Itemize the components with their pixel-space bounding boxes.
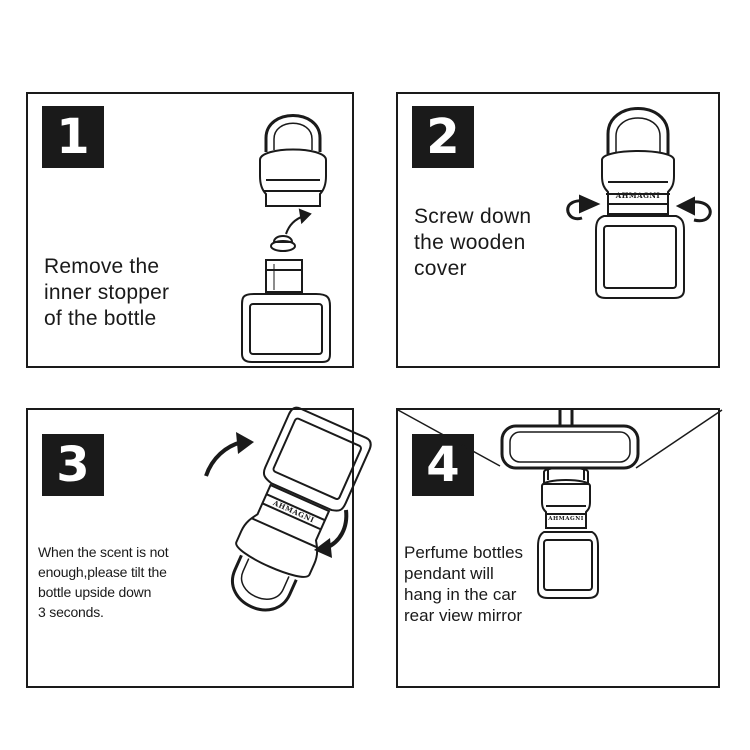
- step-2-panel: 2 Screw down the wooden cover AHMAGNI: [396, 92, 720, 368]
- bottle-neck: [265, 259, 303, 293]
- rotate-right-arrow-icon: [683, 200, 712, 223]
- wooden-cap: [601, 150, 675, 215]
- bottle-body: [595, 215, 685, 299]
- bottle-body: [262, 406, 372, 512]
- step-1-panel: 1 Remove the inner stopper of the bottle: [26, 92, 354, 368]
- bottle-body: [241, 293, 331, 363]
- step-4-illustration: AHMAGNI: [397, 409, 723, 599]
- step-3-illustration: AHMAGNI: [204, 406, 372, 612]
- brand-label: AHMAGNI: [615, 191, 660, 200]
- step-4-panel: 4 Perfume bottles pendant will hang in t…: [396, 408, 723, 688]
- step-1-instruction: Remove the inner stopper of the bottle: [44, 255, 170, 330]
- cap-loop: [543, 466, 589, 485]
- bottle-body: [537, 531, 599, 599]
- wooden-cap: [259, 148, 327, 207]
- step-2-number: 2: [412, 106, 474, 168]
- step-1-number: 1: [42, 106, 104, 168]
- cap-loop: [264, 114, 322, 152]
- step-1-illustration: [241, 114, 331, 363]
- rotate-left-arrow-icon: [566, 199, 593, 221]
- cap-loop: [231, 554, 298, 612]
- step-2-instruction: Screw down the wooden cover: [414, 205, 532, 280]
- cap-loop: [606, 107, 670, 154]
- brand-label: AHMAGNI: [547, 516, 584, 522]
- step-4-number: 4: [412, 434, 474, 496]
- step-4-instruction: Perfume bottles pendant will hang in the…: [404, 543, 524, 625]
- tilt-arrow-top-icon: [204, 440, 243, 477]
- step-3-instruction: When the scent is not enough,please tilt…: [38, 544, 169, 620]
- step-3-panel: 3 When the scent is not enough,please ti…: [26, 406, 372, 688]
- step-2-illustration: AHMAGNI: [566, 107, 712, 299]
- step-3-number: 3: [42, 434, 104, 496]
- wooden-cap: [541, 479, 591, 529]
